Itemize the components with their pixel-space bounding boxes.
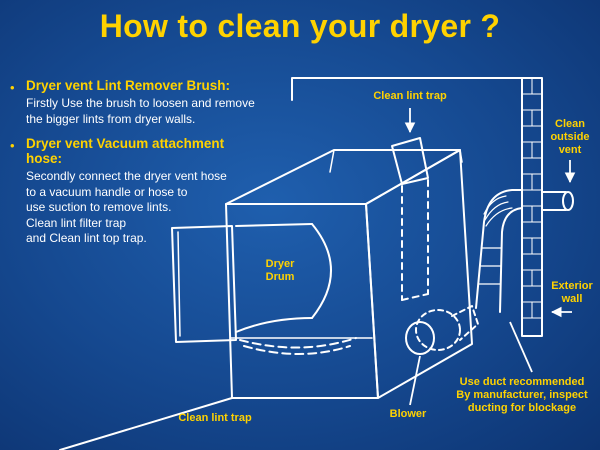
vent-duct (475, 189, 523, 313)
floor-line (59, 397, 233, 450)
tip-item-brush: • Dryer vent Lint Remover Brush: Firstly… (10, 78, 300, 127)
tip-title: Dryer vent Lint Remover Brush: (26, 78, 231, 93)
dryer-drum (235, 223, 357, 355)
label-clean-outside-vent: Clean outside vent (550, 118, 590, 156)
pointer-duct (509, 321, 533, 373)
tip-body: Firstly Use the brush to loosen and remo… (26, 96, 255, 126)
dryer-front (225, 203, 379, 399)
bullet-icon: • (10, 80, 15, 95)
label-clean-lint-trap-top: Clean lint trap (373, 90, 447, 102)
blower (405, 305, 479, 355)
label-dryer-drum: Dryer Drum (265, 258, 295, 283)
label-use-duct: Use duct recommended By manufacturer, in… (456, 376, 588, 414)
tips-list: • Dryer vent Lint Remover Brush: Firstly… (10, 78, 300, 256)
outside-vent (541, 191, 574, 211)
exterior-wall (521, 77, 543, 337)
tip-item-vacuum: • Dryer vent Vacuum attachment hose: Sec… (10, 136, 300, 247)
label-exterior-wall: Exterior wall (551, 280, 593, 305)
dryer-body (225, 149, 473, 399)
room-back-wall (291, 77, 523, 101)
dryer-door (171, 225, 237, 343)
tip-title: Dryer vent Vacuum attachment hose: (26, 136, 225, 166)
pointer-blower (409, 355, 421, 406)
tip-body: Secondly connect the dryer vent hose to … (26, 169, 227, 245)
page-title: How to clean your dryer ? (99, 8, 501, 44)
label-blower: Blower (389, 408, 427, 420)
top-lint-trap (391, 137, 429, 301)
bullet-icon: • (10, 138, 15, 153)
label-clean-lint-trap-bottom: Clean lint trap (178, 412, 252, 424)
